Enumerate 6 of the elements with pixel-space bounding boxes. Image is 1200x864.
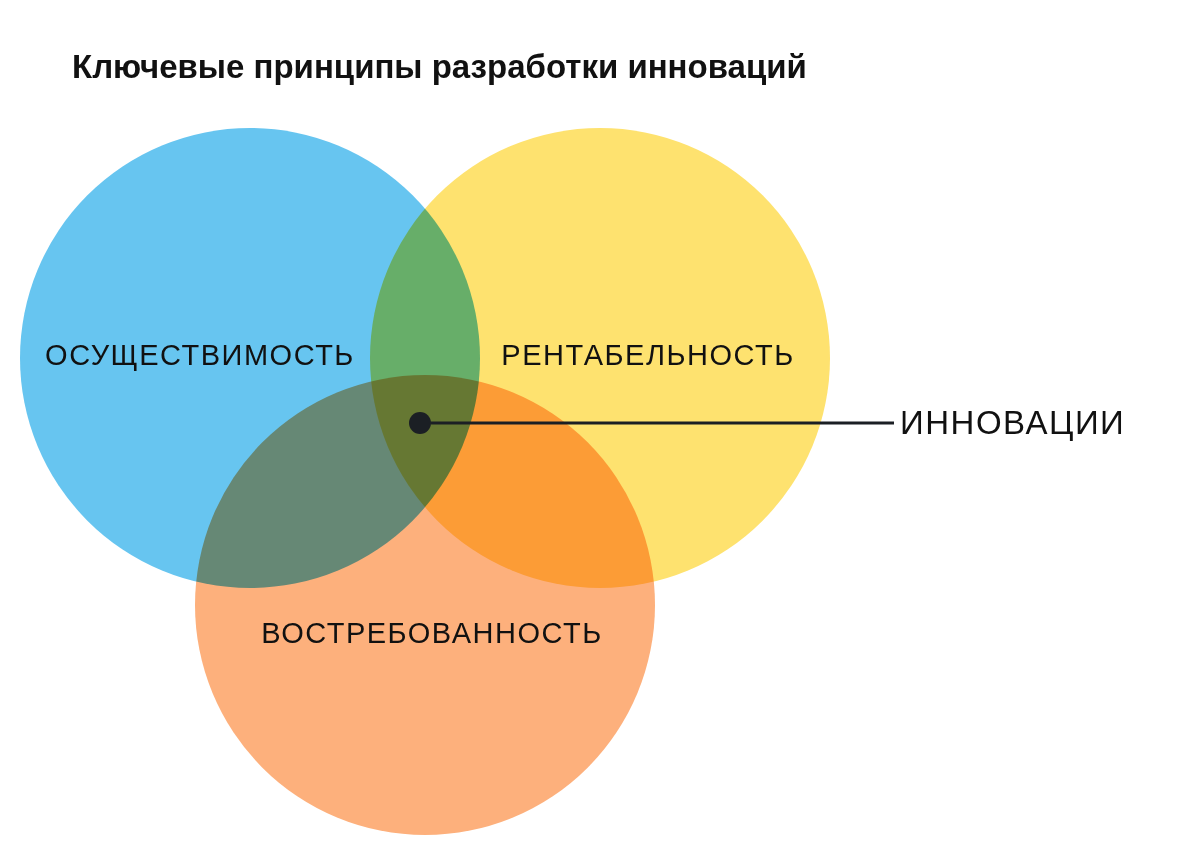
title: Ключевые принципы разработки инноваций xyxy=(72,48,807,86)
leader-line xyxy=(431,421,894,425)
circle-label: ОСУЩЕСТВИМОСТЬ xyxy=(45,338,355,372)
callout-label: ИННОВАЦИИ xyxy=(900,404,1126,442)
circle-label: ВОСТРЕБОВАННОСТЬ xyxy=(261,616,603,650)
circle-label: РЕНТАБЕЛЬНОСТЬ xyxy=(501,338,795,372)
